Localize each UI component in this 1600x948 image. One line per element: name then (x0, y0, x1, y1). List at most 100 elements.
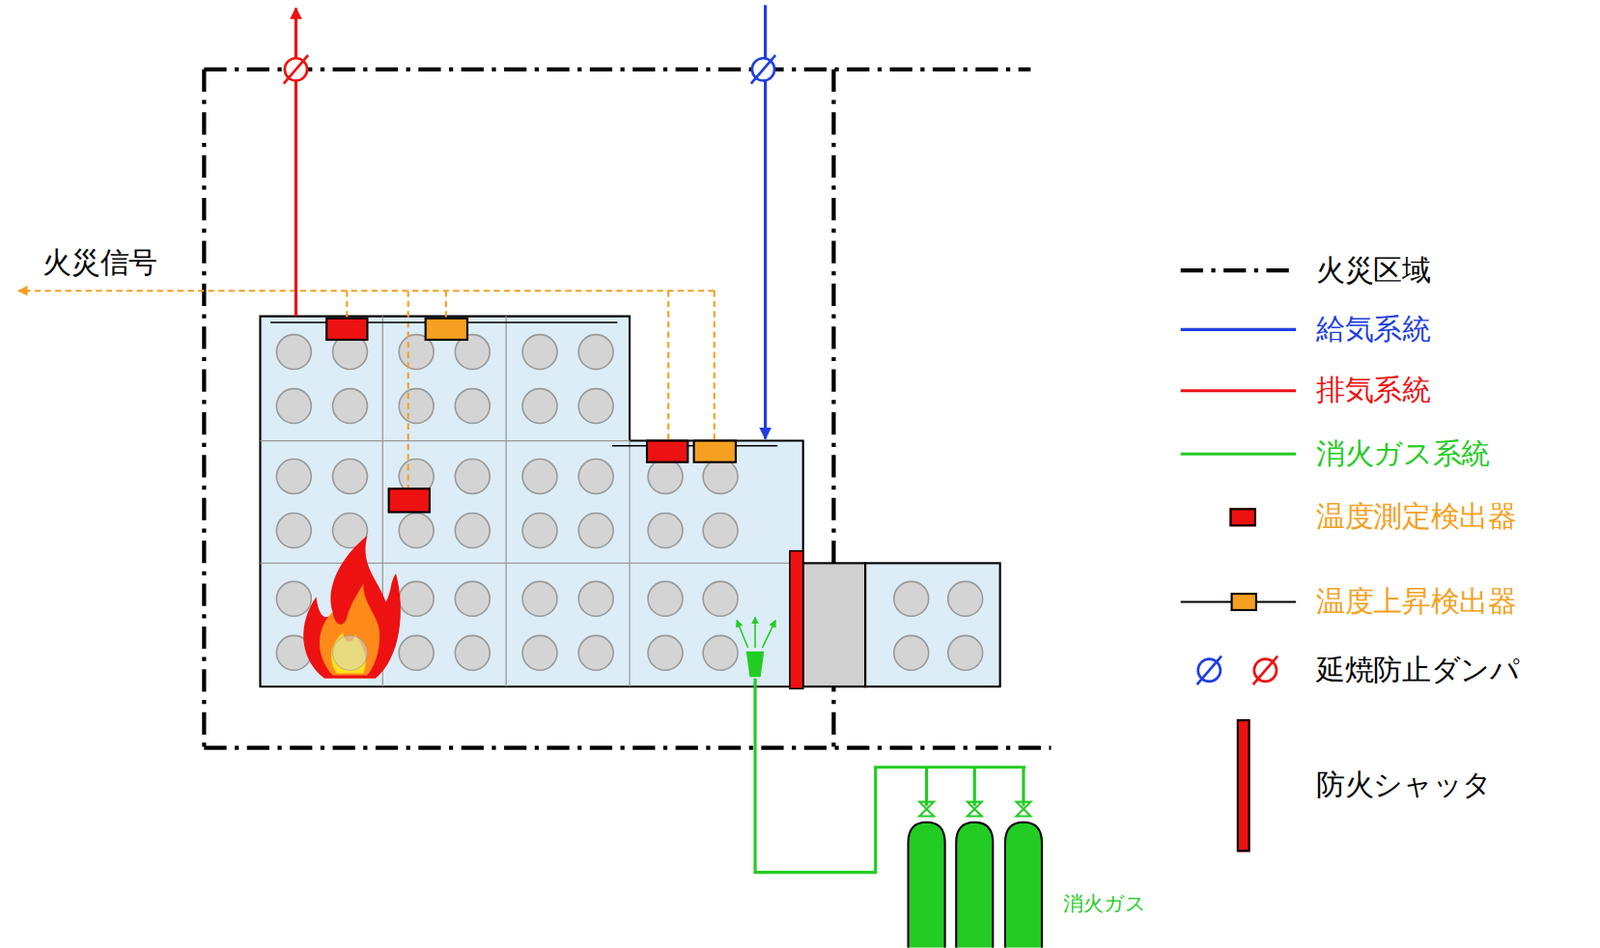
legend-text: 温度上昇検出器 (1316, 586, 1516, 618)
cask-circle (276, 335, 311, 370)
cask-circle (948, 581, 983, 617)
legend-swatch (1235, 719, 1250, 852)
extinguishing-gas-system (919, 802, 934, 817)
cask-circle (522, 581, 558, 617)
legend-samples (1180, 328, 1296, 332)
extinguishing-gas-system (967, 802, 983, 817)
cask-circle (398, 513, 434, 549)
legend-samples (1180, 452, 1296, 456)
storage-building (259, 316, 1000, 688)
storage-building (259, 316, 803, 688)
extinguishing-gas-system (919, 802, 1031, 817)
cask-circle (702, 581, 738, 617)
cask-circle (522, 335, 558, 370)
legend-text: 排気系統 (1316, 374, 1431, 407)
temperature-detectors (270, 322, 778, 447)
cask-circle (522, 635, 558, 671)
legend-text: 火災区域 (1316, 254, 1431, 287)
cask-circle (398, 581, 434, 617)
cask-circle (578, 459, 614, 495)
extinguishing-gas-system (908, 822, 1042, 948)
extinguishing-gas-system (761, 620, 776, 649)
temperature-detectors (270, 318, 778, 513)
storage-building (803, 562, 866, 687)
flame (303, 535, 401, 679)
cask-circle (454, 459, 490, 495)
temperature-detectors (694, 441, 736, 463)
supply-duct (751, 4, 776, 439)
cask-circle (702, 459, 738, 495)
fire-shutter (789, 551, 804, 690)
cask-circle (522, 389, 558, 424)
cask-circle (333, 389, 368, 424)
cask-circle (276, 389, 311, 424)
cask-circle (894, 635, 929, 671)
exhaust-duct (283, 7, 309, 316)
legend-samples (1180, 389, 1296, 393)
cask-circle (276, 513, 311, 549)
fire-signal-line (18, 289, 715, 292)
legend-samples (1180, 270, 1296, 685)
fire-signal-line (18, 290, 715, 488)
extinguishing-gas-system (908, 822, 946, 948)
legend-text: 消火ガス系統 (1316, 438, 1490, 471)
cask-circle (578, 581, 614, 617)
fire-zone-boundary (203, 746, 1051, 751)
storage-building (865, 562, 1000, 687)
legend-text: 給気系統 (1316, 313, 1431, 346)
supply-duct (751, 55, 776, 85)
fire-signal-line (346, 290, 714, 488)
fire-zone-boundary (203, 67, 1031, 72)
cask-circle (333, 635, 368, 671)
gas-label: 消火ガス (1061, 892, 1148, 915)
cask-circle (647, 581, 683, 617)
cask-circle (333, 459, 368, 495)
flame (303, 535, 401, 679)
cask-circle (276, 459, 311, 495)
extinguishing-gas-system (736, 617, 1042, 948)
cask-circle (948, 635, 983, 671)
cask-circle (454, 635, 490, 671)
extinguishing-gas-system (1005, 822, 1042, 948)
extinguishing-gas-system (754, 617, 757, 648)
storage-building (259, 316, 803, 688)
cask-circle (522, 459, 558, 495)
cask-circle (647, 459, 683, 495)
legend-text: 温度測定検出器 (1316, 502, 1516, 534)
extinguishing-gas-system (736, 620, 749, 649)
cask-circle (578, 635, 614, 671)
legend-samples (1253, 656, 1278, 686)
legend-samples (1197, 656, 1222, 686)
cask-circle (578, 335, 614, 370)
fire-zone-boundary (201, 69, 206, 749)
cask-circle (522, 513, 558, 549)
cask-circle (702, 513, 738, 549)
extinguishing-gas-system (955, 822, 993, 948)
fire-zone-boundary (203, 69, 1051, 749)
extinguishing-gas-system (748, 652, 763, 675)
temperature-detectors (326, 318, 367, 340)
temperature-detectors (646, 441, 688, 463)
flame (319, 583, 380, 675)
cask-circle (454, 389, 490, 424)
temperature-detectors (389, 488, 430, 512)
legend-swatch (1229, 507, 1256, 527)
cask-circle (578, 389, 614, 424)
cask-circle (647, 513, 683, 549)
signal-label: 火災信号 (40, 248, 160, 281)
cask-circle (454, 513, 490, 549)
legend-samples (1180, 268, 1296, 273)
cask-circle (276, 581, 311, 617)
flame (333, 635, 368, 671)
legend-text: 延焼防止ダンパ (1316, 654, 1519, 687)
extinguishing-gas-system (1016, 802, 1032, 817)
legend-samples (1232, 593, 1257, 611)
cask-circle (398, 635, 434, 671)
legend-text: 防火シャッタ (1316, 769, 1492, 802)
cask-circle (702, 635, 738, 671)
cask-circle (894, 581, 929, 617)
exhaust-duct (283, 55, 309, 85)
exhaust-duct (294, 7, 298, 316)
cask-circle (647, 635, 683, 671)
temperature-detectors (425, 318, 468, 340)
